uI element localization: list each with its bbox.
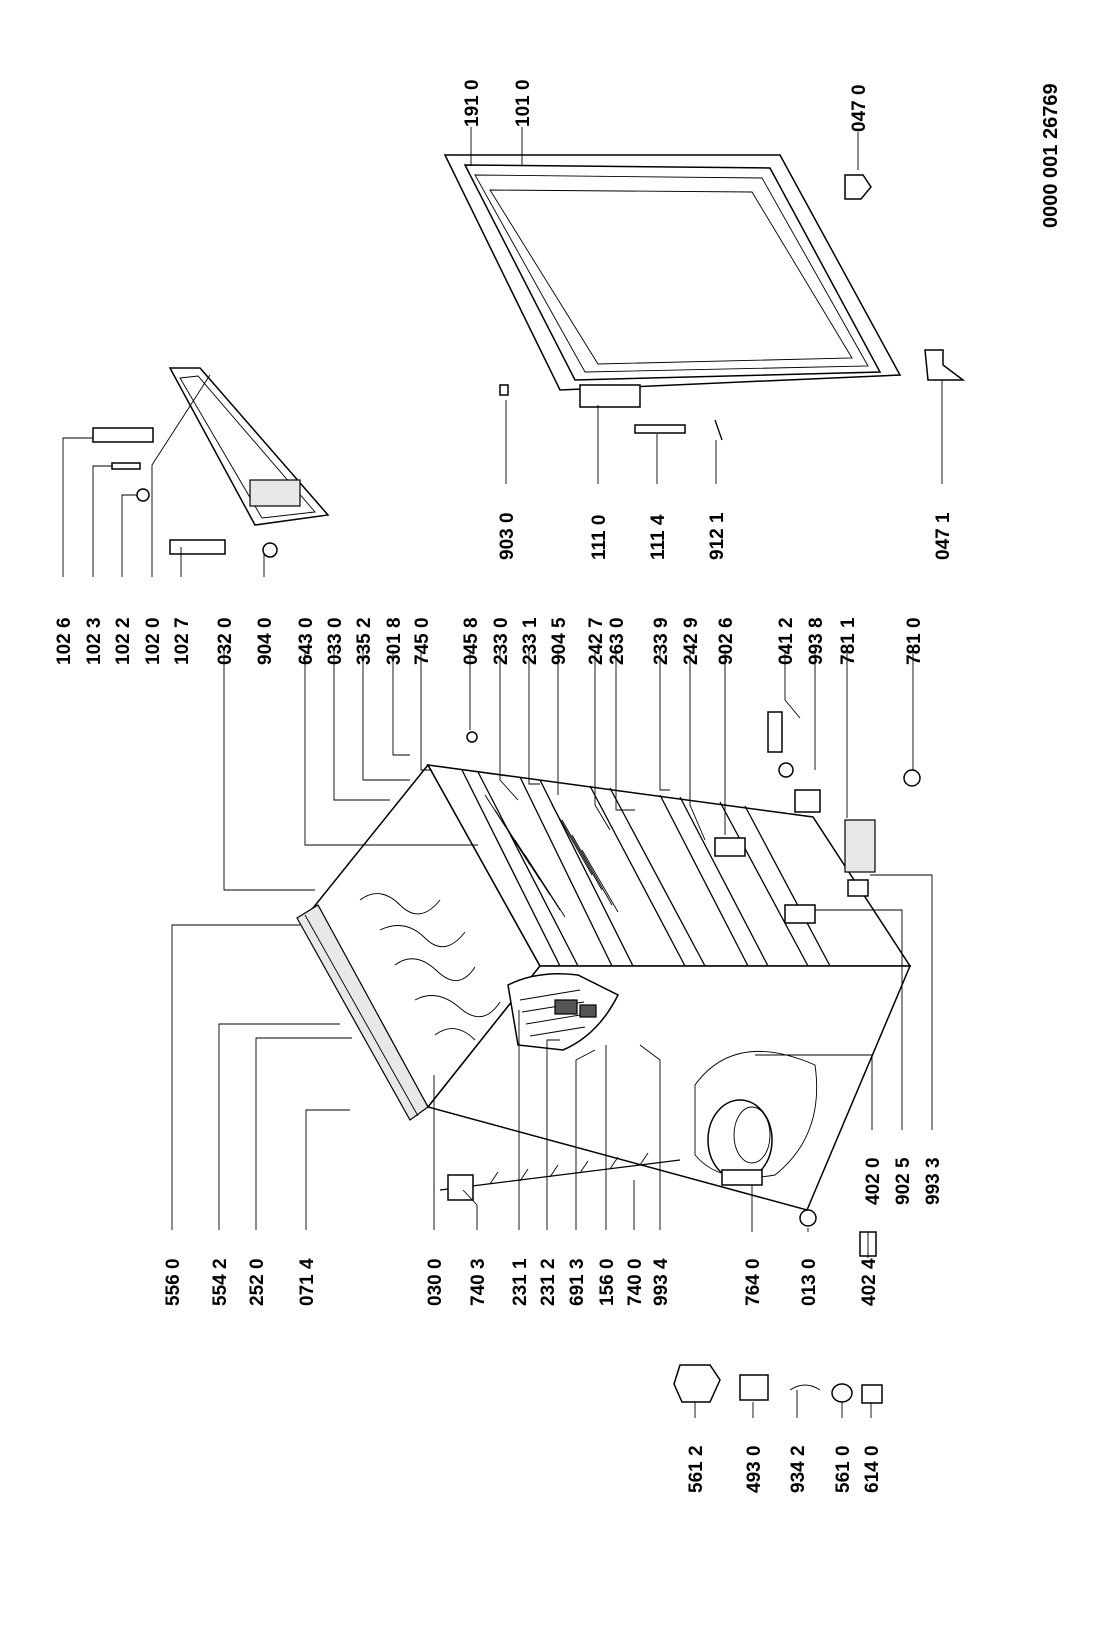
labels-bottom: 556 0 554 2 252 0 071 4 030 0 740 3 231 1 231 2… <box>163 1258 880 1306</box>
part-label: 902 5 <box>893 1157 914 1205</box>
part-label: 903 0 <box>497 512 518 560</box>
part-label: 912 1 <box>707 512 728 560</box>
part-label: 764 0 <box>743 1258 764 1306</box>
part-label: 191 0 <box>462 79 483 127</box>
part-label: 231 2 <box>538 1258 559 1306</box>
part-label: 242 7 <box>586 617 607 665</box>
part-label: 745 0 <box>412 617 433 665</box>
part-label: 493 0 <box>744 1445 765 1493</box>
part-label: 111 4 <box>648 514 669 560</box>
lid-assembly <box>92 367 330 558</box>
part-label: 032 0 <box>215 617 236 665</box>
part-label: 554 2 <box>210 1258 231 1306</box>
part-label: 102 6 <box>54 617 75 665</box>
part-label: 047 1 <box>933 512 954 560</box>
labels-far-bottom: 561 2 493 0 934 2 561 0 614 0 <box>686 1445 883 1493</box>
part-label: 740 3 <box>468 1258 489 1306</box>
part-label: 301 8 <box>384 617 405 665</box>
part-label: 033 0 <box>325 617 346 665</box>
part-label: 156 0 <box>597 1258 618 1306</box>
drawers <box>461 769 831 967</box>
labels-right-bottom: 903 0 111 0 111 4 912 1 047 1 <box>497 512 954 560</box>
part-label: 252 0 <box>247 1258 268 1306</box>
part-label: 041 2 <box>776 617 797 665</box>
part-label: 556 0 <box>163 1258 184 1306</box>
part-label: 904 5 <box>549 617 570 665</box>
part-label: 101 0 <box>513 79 534 127</box>
part-label: 045 8 <box>461 617 482 665</box>
part-label: 102 3 <box>84 617 105 665</box>
labels-right-top: 191 0 101 0 047 0 <box>462 79 870 132</box>
part-label: 561 0 <box>833 1445 854 1493</box>
leader-lines <box>62 127 943 1418</box>
part-label: 233 1 <box>520 617 541 665</box>
part-label: 102 2 <box>113 617 134 665</box>
vent-grille <box>507 973 620 1051</box>
part-label: 013 0 <box>799 1258 820 1306</box>
labels-top: 102 6 102 3 102 2 102 0 102 7 904 0 032 0 643 0… <box>54 617 925 665</box>
part-label: 111 0 <box>589 515 610 560</box>
part-label: 233 9 <box>651 617 672 665</box>
part-label: 335 2 <box>354 617 375 665</box>
cabinet-body <box>296 763 912 1211</box>
part-label: 242 9 <box>681 617 702 665</box>
part-label: 993 4 <box>651 1258 672 1306</box>
part-label: 231 1 <box>510 1258 531 1306</box>
part-label: 643 0 <box>296 617 317 665</box>
door <box>443 154 902 408</box>
part-label: 233 0 <box>491 617 512 665</box>
part-label: 740 0 <box>625 1258 646 1306</box>
document-id: 0000 001 26769 <box>1040 83 1062 228</box>
part-label: 102 0 <box>143 617 164 665</box>
part-label: 902 6 <box>716 617 737 665</box>
part-label: 402 0 <box>863 1157 884 1205</box>
part-label: 030 0 <box>425 1258 446 1306</box>
small-parts <box>447 174 966 1404</box>
part-label: 934 2 <box>788 1445 809 1493</box>
part-label: 781 1 <box>838 617 859 665</box>
part-label: 071 4 <box>297 1258 318 1306</box>
part-label: 561 2 <box>686 1445 707 1493</box>
part-label: 614 0 <box>862 1445 883 1493</box>
part-label: 263 0 <box>607 617 628 665</box>
part-label: 904 0 <box>255 617 276 665</box>
part-label: 047 0 <box>849 84 870 132</box>
part-label: 993 3 <box>923 1157 944 1205</box>
part-label: 102 7 <box>172 617 193 665</box>
part-label: 993 8 <box>806 617 827 665</box>
part-label: 691 3 <box>567 1258 588 1306</box>
part-label: 781 0 <box>904 617 925 665</box>
part-label: 402 4 <box>859 1258 880 1306</box>
labels-lower-mid: 402 0 902 5 993 3 <box>863 1157 944 1205</box>
